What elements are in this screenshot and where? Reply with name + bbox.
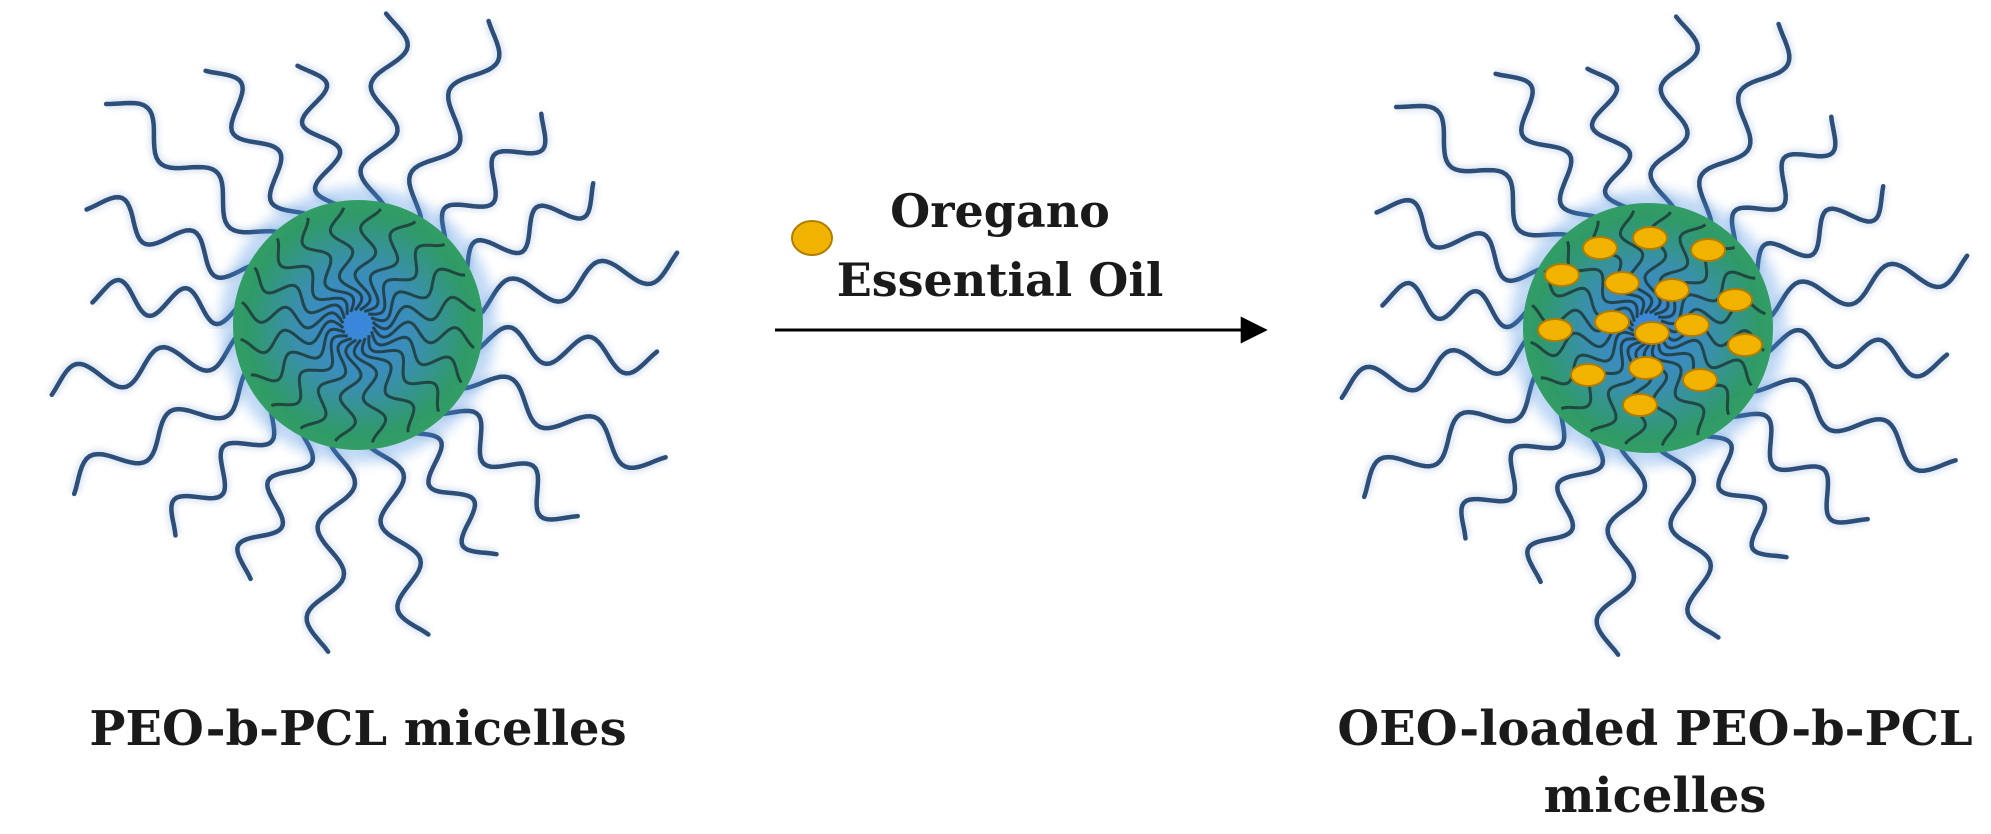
- pcl-chain: [275, 237, 349, 315]
- pcl-chain: [371, 320, 475, 349]
- loaded-micelle-label-line2: micelles: [1544, 768, 1767, 824]
- oil-droplet-icon: [1690, 238, 1726, 262]
- pcl-chain: [328, 207, 364, 312]
- oil-droplet-icon: [1537, 318, 1573, 342]
- pcl-chain: [1540, 330, 1636, 386]
- pcl-core: [233, 200, 483, 450]
- pcl-chain: [250, 327, 346, 383]
- oil-droplet-icon: [1717, 288, 1753, 312]
- pcl-chain: [1618, 210, 1654, 315]
- pcl-chain: [253, 266, 346, 320]
- arrow-label-line1: Oregano: [890, 184, 1110, 238]
- pcl-chain: [353, 208, 382, 312]
- pcl-chain: [241, 301, 345, 330]
- pcl-chain: [1589, 340, 1643, 433]
- oil-droplet-icon: [1604, 271, 1640, 295]
- oil-droplet-icon: [1622, 393, 1658, 417]
- pcl-chain: [370, 267, 466, 323]
- oil-droplet-icon: [1632, 226, 1668, 250]
- pcl-chain: [371, 295, 476, 331]
- oil-droplet-icon: [1634, 321, 1670, 345]
- pcl-chain: [1660, 333, 1753, 387]
- empty-micelle: [47, 10, 682, 655]
- loaded-micelle-label-line1: OEO-loaded PEO-b-PCL: [1337, 701, 1972, 757]
- arrow-label-line2: Essential Oil: [837, 253, 1164, 307]
- pcl-chain: [334, 338, 363, 442]
- empty-micelle-label: PEO-b-PCL micelles: [89, 701, 626, 757]
- pcl-chain: [299, 337, 353, 430]
- oil-droplet-icon: [1674, 313, 1710, 337]
- oil-droplet-icon: [791, 220, 833, 256]
- pcl-chain: [370, 330, 463, 384]
- oil-droplet-icon: [1570, 363, 1606, 387]
- oil-droplet-icon: [1582, 236, 1618, 260]
- oil-droplet-icon: [1544, 263, 1580, 287]
- oil-droplet-icon: [1682, 368, 1718, 392]
- pcl-chain: [352, 338, 388, 443]
- pcl-chain: [240, 319, 345, 355]
- loaded-micelle: [1337, 13, 1972, 658]
- oil-droplet-icon: [1727, 333, 1763, 357]
- pcl-chain: [363, 220, 417, 313]
- pcl-core-chains: [240, 207, 476, 443]
- pcl-chain: [1661, 323, 1765, 352]
- encapsulated-oil-droplets: [1537, 226, 1763, 417]
- oil-droplet-icon: [1654, 278, 1690, 302]
- oil-droplet-icon: [1594, 310, 1630, 334]
- pcl-chain: [360, 337, 416, 433]
- pcl-chain: [270, 334, 348, 408]
- pcl-chain: [367, 335, 441, 413]
- pcl-chain: [300, 217, 356, 313]
- oil-droplet-icon: [1628, 356, 1664, 380]
- pcl-chain: [1543, 269, 1636, 323]
- pcl-chain: [368, 242, 446, 316]
